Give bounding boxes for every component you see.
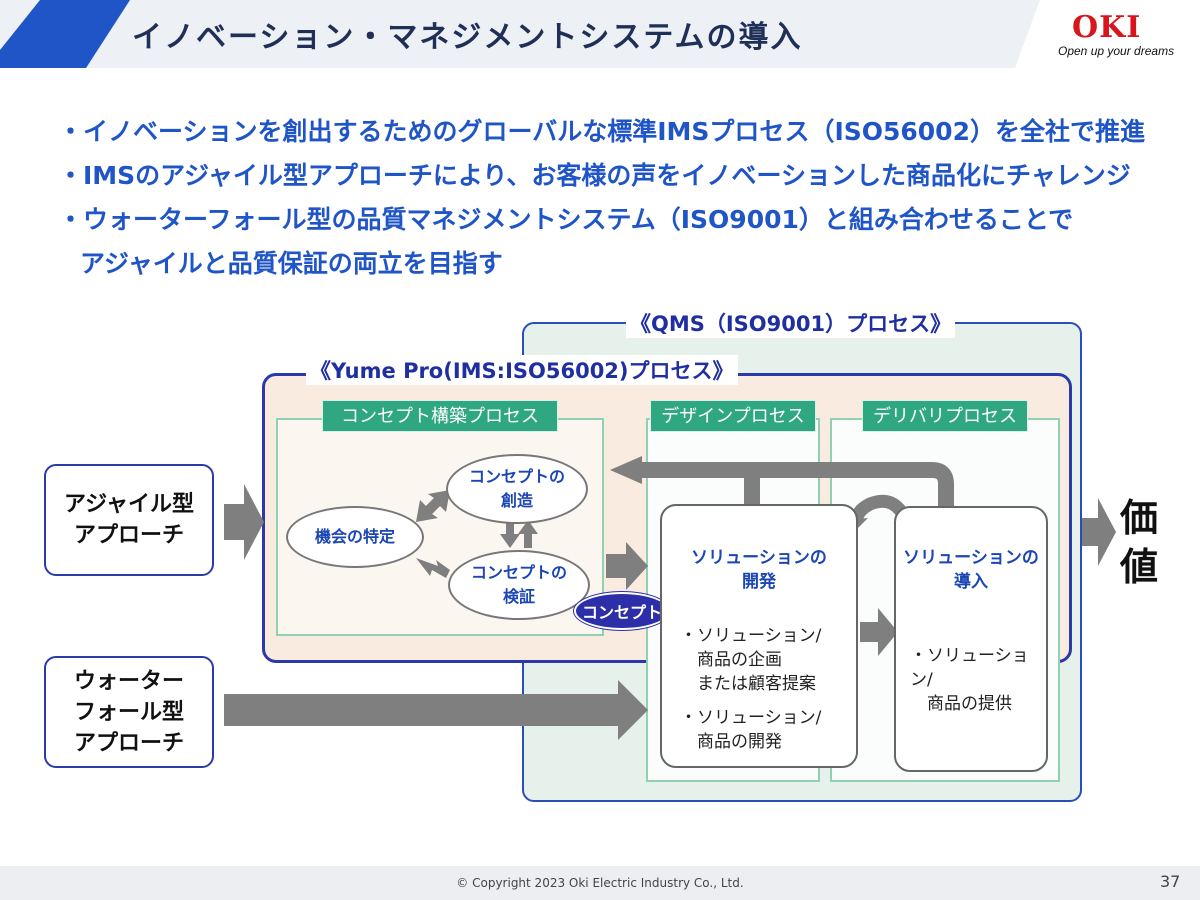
design-phase-header: デザインプロセス bbox=[650, 400, 816, 432]
concept-creation-label: コンセプトの 創造 bbox=[468, 467, 565, 510]
bullet-2: ・IMSのアジャイル型アプローチにより、お客様の声をイノベーションした商品化にチ… bbox=[58, 161, 1131, 190]
header-band bbox=[0, 0, 1200, 68]
delivery-phase-header: デリバリプロセス bbox=[862, 400, 1028, 432]
bullet-3-continuation: アジャイルと品質保証の両立を目指す bbox=[80, 249, 503, 278]
oki-logo: OKI bbox=[1072, 10, 1142, 45]
concept-phase-header: コンセプト構築プロセス bbox=[322, 400, 558, 432]
concept-verification-node: コンセプトの 検証 bbox=[448, 550, 590, 620]
solution-development-card: ソリューションの 開発 ・ソリューション/ 商品の企画 または顧客提案 ・ソリュ… bbox=[660, 504, 858, 768]
bullet-1: ・イノベーションを創出するためのグローバルな標準IMSプロセス（ISO56002… bbox=[58, 117, 1145, 146]
agile-arrow bbox=[224, 484, 264, 560]
value-arrow bbox=[1082, 498, 1116, 566]
copyright-text: © Copyright 2023 Oki Electric Industry C… bbox=[456, 876, 744, 890]
bullet-3: ・ウォーターフォール型の品質マネジメントシステム（ISO9001）と組み合わせる… bbox=[58, 205, 1074, 234]
identify-opportunity-label: 機会の特定 bbox=[314, 527, 395, 546]
value-label: 価 値 bbox=[1119, 496, 1158, 589]
waterfall-approach-box: ウォーター フォール型 アプローチ bbox=[44, 656, 214, 768]
logo-tagline: Open up your dreams bbox=[1058, 44, 1175, 58]
page-number: 37 bbox=[1160, 872, 1181, 891]
qms-label: 《QMS（ISO9001）プロセス》 bbox=[626, 308, 956, 338]
solution-development-item-planning: ・ソリューション/ 商品の企画 または顧客提案 bbox=[680, 626, 822, 694]
concept-creation-node: コンセプトの 創造 bbox=[446, 454, 588, 524]
concept-verification-label: コンセプトの 検証 bbox=[470, 563, 567, 606]
solution-development-title: ソリューションの 開発 bbox=[691, 548, 827, 592]
solution-introduction-item-provision: ・ソリューション/ 商品の提供 bbox=[910, 646, 1029, 714]
agile-approach-box: アジャイル型 アプローチ bbox=[44, 464, 214, 576]
solution-introduction-title: ソリューションの 導入 bbox=[903, 548, 1039, 592]
yume-pro-label: 《Yume Pro(IMS:ISO56002)プロセス》 bbox=[306, 355, 738, 385]
identify-opportunity-node: 機会の特定 bbox=[286, 506, 424, 568]
page-title: イノベーション・マネジメントシステムの導入 bbox=[132, 20, 803, 55]
solution-development-item-development: ・ソリューション/ 商品の開発 bbox=[680, 708, 822, 752]
solution-introduction-card: ソリューションの 導入 ・ソリューション/ 商品の提供 bbox=[894, 506, 1048, 772]
footer-band bbox=[0, 866, 1200, 900]
concept-badge: コンセプト bbox=[574, 592, 670, 630]
